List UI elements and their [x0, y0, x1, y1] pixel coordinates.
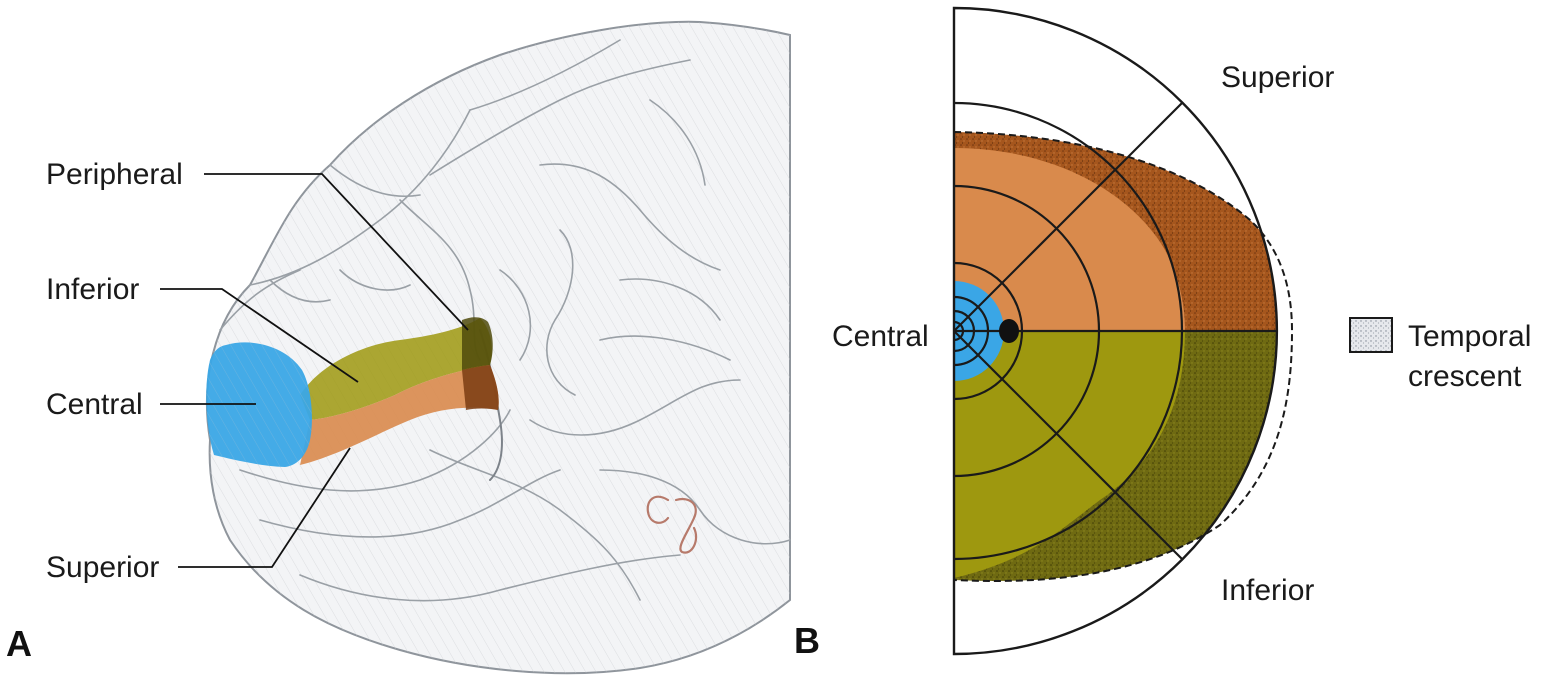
superior-label-b: Superior [1221, 61, 1334, 94]
peripheral-label: Peripheral [46, 158, 183, 191]
central-label-b: Central [832, 320, 929, 353]
superior-field [954, 148, 1185, 331]
legend-label-line1: Temporal [1408, 320, 1531, 353]
inferior-label-a: Inferior [46, 273, 139, 306]
superior-band [300, 365, 499, 465]
panel-b: Superior Central Inferior Temporal cresc… [794, 6, 1531, 661]
panel-b-letter: B [794, 620, 820, 661]
field-fills [954, 132, 1277, 581]
legend-label-line2: crescent [1408, 360, 1522, 393]
artist-signature [646, 495, 698, 554]
blind-spot [999, 319, 1019, 343]
inferior-band [300, 318, 492, 420]
panel-a-leaders [160, 173, 469, 568]
peripheral-zone-lower [462, 365, 499, 410]
peripheral-zone-upper [462, 317, 493, 370]
inferior-label-b: Inferior [1221, 574, 1314, 607]
panel-a-letter: A [6, 623, 32, 664]
inferior-field [954, 331, 1185, 578]
central-label-a: Central [46, 388, 143, 421]
legend-swatch [1349, 317, 1393, 353]
superior-label-a: Superior [46, 551, 159, 584]
field-outline [952, 6, 1279, 656]
panel-a: Peripheral Inferior Central Superior A [6, 20, 791, 675]
calcarine-map [206, 317, 499, 467]
legend: Temporal crescent [1349, 317, 1531, 393]
